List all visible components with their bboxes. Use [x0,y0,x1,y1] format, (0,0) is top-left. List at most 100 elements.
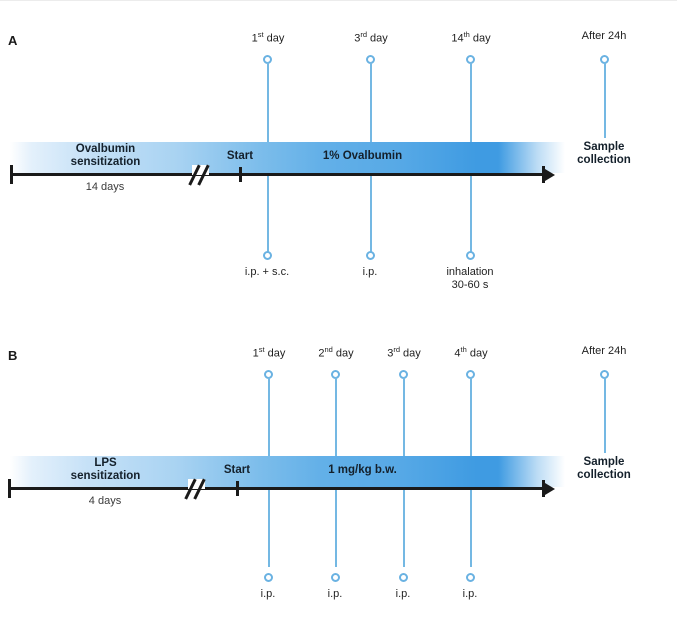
panel-b-axis-arrow [545,482,555,495]
panel-a-event-0-bottom-label: i.p. + s.c. [217,266,317,279]
panel-b-event-2-day-suffix: rd [393,345,400,354]
panel-b-event-1-top-stem [334,377,337,489]
panel-a-treatment-label: 1% Ovalbumin [322,150,403,162]
panel-a-event-2-bottom-dot[interactable] [466,251,475,260]
panel-b-sensitization-line2: sensitization [70,470,141,482]
panel-a-timeline-band [10,142,565,173]
top-divider [0,0,677,1]
panel-b-event-1-day-suffix: nd [324,345,333,354]
panel-b-letter: B [8,348,18,363]
panel-b-axis-end-cap [542,480,545,497]
panel-a-event-0-top-label: 1st day [218,30,318,45]
panel-b-event-3-bottom-line1: i.p. [462,588,478,600]
panel-b-event-0-bottom-stem [267,489,270,567]
panel-b-event-3-bottom-stem [469,489,472,567]
panel-b-event-3-day-suffix: th [460,345,467,354]
panel-b-event-0-bottom-label: i.p. [218,588,318,601]
panel-a-event-2-bottom-stem [469,176,472,254]
panel-a-event-2-bottom-line2: 30-60 s [451,279,489,291]
panel-a-endpoint-top-label: After 24h [581,30,627,42]
panel-b-sample-collection-label: Sample collection [554,456,654,482]
panel-a-axis-left-cap [10,165,13,184]
panel-b-event-1-bottom-line1: i.p. [327,588,343,600]
panel-a-event-1-day-suffix: rd [360,30,367,39]
panel-a-event-0-bottom-line1: i.p. + s.c. [244,266,290,278]
panel-b-event-3-bottom-label: i.p. [420,588,520,601]
panel-a-letter: A [8,33,18,48]
panel-b-event-3-bottom-dot[interactable] [466,573,475,582]
panel-b-event-2-bottom-label: i.p. [353,588,453,601]
panel-a-event-0-bottom-stem [266,176,269,254]
panel-b-sample-line1: Sample [583,456,625,468]
panel-b-event-1-day-word: day [332,347,354,360]
panel-a-event-2-day-suffix: th [463,30,470,39]
panel-b-event-3-day-word: day [466,347,488,360]
panel-a-sample-line1: Sample [583,141,625,153]
panel-b-timeline-band [10,456,565,487]
panel-b-event-2-bottom-line1: i.p. [395,588,411,600]
panel-a-start-tick [239,167,242,182]
panel-a-event-1-bottom-line1: i.p. [362,266,378,278]
panel-a-event-1-top-stem [369,62,372,176]
panel-b-event-2-top-stem [402,377,405,489]
panel-b-event-3-day-number: 4 [454,347,461,360]
panel-a-endpoint-stem [603,62,606,138]
panel-b-event-0-bottom-dot[interactable] [264,573,273,582]
panel-b-sensitization-label: LPS sensitization [38,457,173,483]
panel-b-event-2-bottom-stem [402,489,405,567]
panel-b-sensitization-line1: LPS [94,457,117,469]
panel-a-event-0-bottom-dot[interactable] [263,251,272,260]
panel-a-event-2-bottom-label: inhalation 30-60 s [420,266,520,292]
panel-b-endpoint-top-label: After 24h [581,345,627,357]
panel-a-sensitization-line2: sensitization [70,156,141,168]
panel-b-event-0-top-label: 1st day [219,345,319,360]
panel-b-axis-left-cap [8,479,11,498]
panel-a-event-0-day-suffix: st [257,30,264,39]
panel-b-event-1-bottom-dot[interactable] [331,573,340,582]
panel-b-event-3-top-label: 4th day [421,345,521,360]
panel-a-duration-label: 14 days [85,181,125,193]
panel-a-sensitization-label: Ovalbumin sensitization [38,143,173,169]
panel-b-event-1-bottom-stem [334,489,337,567]
panel-b-event-0-bottom-line1: i.p. [260,588,276,600]
panel-a-event-2-day-word: day [469,32,491,45]
panel-a-axis-end-cap [542,166,545,183]
panel-b-axis-break-cover [188,479,205,489]
panel-a-event-0-day-word: day [263,32,285,45]
panel-b-event-2-day-word: day [400,347,421,360]
panel-a-event-1-day-word: day [367,32,388,45]
panel-b-duration-label: 4 days [88,495,122,507]
panel-a-sample-collection-label: Sample collection [554,141,654,167]
panel-b-event-3-top-stem [469,377,472,489]
panel-a-event-1-bottom-dot[interactable] [366,251,375,260]
panel-a-event-2-day-number: 14 [451,32,464,45]
panel-b-treatment-label: 1 mg/kg b.w. [328,464,397,476]
panel-b-endpoint-stem [603,377,606,453]
panel-a-event-2-top-label: 14th day [421,30,521,45]
panel-a-event-2-bottom-line1: inhalation [446,266,494,278]
panel-a-event-1-bottom-stem [369,176,372,254]
panel-a-event-1-top-label: 3rd day [321,30,421,45]
panel-a-axis-break-cover [192,165,209,175]
panel-a-axis-arrow [545,168,555,181]
panel-b-event-0-day-word: day [264,347,286,360]
panel-b-event-2-top-label: 3rd day [354,345,454,360]
panel-b-event-1-day-number: 2 [318,347,325,360]
panel-a-event-2-top-stem [469,62,472,176]
panel-b-event-1-bottom-label: i.p. [285,588,385,601]
panel-b-event-0-day-number: 1 [252,347,259,360]
panel-b-start-label: Start [223,464,251,476]
panel-a-start-label: Start [226,150,254,162]
panel-a-event-0-top-stem [266,62,269,176]
panel-a-event-1-day-number: 3 [354,32,361,45]
panel-a-event-0-day-number: 1 [251,32,258,45]
panel-a-axis-line [10,173,545,176]
panel-a-sensitization-line1: Ovalbumin [75,143,136,155]
panel-a-sample-line2: collection [577,154,631,166]
panel-b-event-2-day-number: 3 [387,347,394,360]
panel-a: A 1st day i.p. + s.c. 3rd day i.p. 14th … [8,30,654,292]
panel-b-event-1-top-label: 2nd day [286,345,386,360]
panel-a-event-1-bottom-label: i.p. [320,266,420,279]
panel-b-sample-line2: collection [577,469,631,481]
panel-b-event-2-bottom-dot[interactable] [399,573,408,582]
